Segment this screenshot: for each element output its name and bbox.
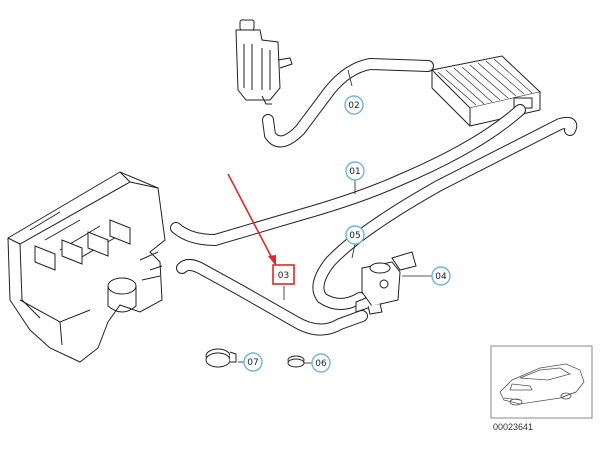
highlight-arrow bbox=[227, 173, 276, 266]
callout-06: 06 bbox=[311, 353, 331, 373]
hose-03 bbox=[176, 259, 368, 336]
callout-05: 05 bbox=[345, 225, 365, 245]
callout-label: 01 bbox=[349, 167, 360, 177]
car-outline bbox=[499, 363, 585, 406]
hose-05 bbox=[312, 116, 578, 310]
callout-label: 04 bbox=[435, 272, 447, 282]
hose-02 bbox=[262, 57, 434, 148]
expansion-tank bbox=[235, 19, 293, 105]
callout-02: 02 bbox=[344, 95, 364, 115]
callout-label: 06 bbox=[315, 359, 327, 369]
callout-label: 07 bbox=[247, 358, 258, 368]
car-thumbnail-inset bbox=[490, 345, 593, 419]
callout-01: 01 bbox=[345, 161, 365, 181]
callout-03-highlighted: 03 bbox=[272, 264, 295, 285]
engine-block bbox=[7, 171, 166, 363]
clamp-07 bbox=[205, 348, 237, 368]
callout-label: 03 bbox=[278, 271, 289, 281]
clamp-06 bbox=[287, 355, 305, 368]
reference-code: 00023641 bbox=[493, 422, 533, 432]
hose-01 bbox=[170, 104, 526, 247]
heater-core bbox=[430, 55, 542, 127]
callout-04: 04 bbox=[431, 266, 451, 286]
callout-label: 02 bbox=[348, 101, 359, 111]
callout-07: 07 bbox=[243, 352, 263, 372]
callout-label: 05 bbox=[349, 231, 360, 241]
water-valve bbox=[355, 251, 417, 315]
leader-lines bbox=[238, 69, 432, 364]
